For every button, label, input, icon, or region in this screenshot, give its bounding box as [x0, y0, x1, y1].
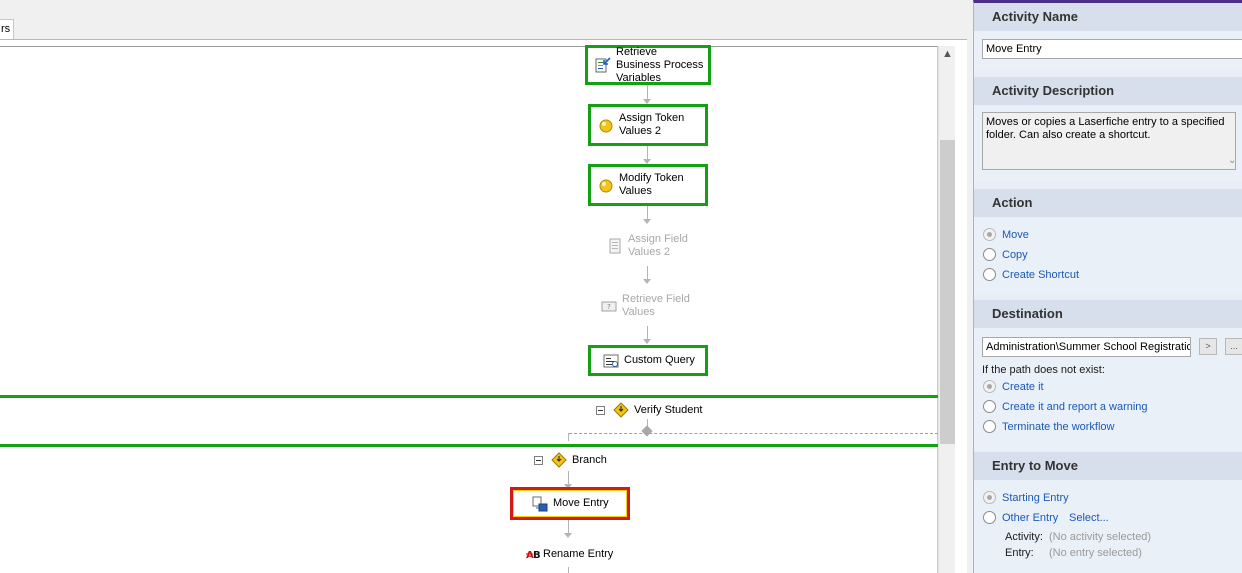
radio-dot	[983, 491, 996, 504]
svg-text:A: A	[526, 550, 534, 561]
section-entry-to-move: Starting Entry Other Entry Select... Act…	[974, 480, 1242, 573]
active-branch-bottom-line	[0, 444, 938, 447]
svg-text:B: B	[533, 550, 541, 561]
move-entry-icon	[532, 496, 548, 511]
collapse-icon[interactable]	[534, 455, 543, 465]
node-label: Assign Token Values 2	[619, 112, 685, 137]
designer-tab-strip: rs	[0, 0, 973, 40]
field-values-icon	[609, 238, 621, 254]
radio-other-entry[interactable]: Other Entry	[983, 511, 1058, 524]
node-custom-query[interactable]: Custom Query	[588, 345, 708, 376]
radio-label: Terminate the workflow	[1002, 420, 1115, 433]
active-branch-top-line	[0, 395, 938, 398]
node-label: Verify Student	[634, 403, 703, 416]
collapse-icon[interactable]	[596, 405, 605, 415]
radio-dot	[983, 248, 996, 261]
node-retrieve-field-values[interactable]: ? Retrieve Field Values	[601, 292, 701, 320]
radio-label: Create Shortcut	[1002, 268, 1080, 281]
radio-label: Starting Entry	[1002, 491, 1069, 504]
radio-create-shortcut[interactable]: Create Shortcut	[983, 268, 1079, 281]
radio-create-it[interactable]: Create it	[983, 380, 1044, 393]
vertical-scrollbar[interactable]: ▲	[938, 46, 955, 573]
section-header-entry-to-move[interactable]: Entry to Move	[974, 452, 1242, 480]
workflow-canvas[interactable]: Retrieve Business Process Variables Assi…	[0, 39, 967, 573]
radio-dot	[983, 420, 996, 433]
radio-label: Create it	[1002, 380, 1044, 393]
section-header-activity-description[interactable]: Activity Description	[974, 77, 1242, 105]
destination-path-field[interactable]: Administration\Summer School Registratio…	[982, 337, 1191, 357]
browse-arrow-button[interactable]: >	[1199, 338, 1217, 355]
radio-label: Move	[1002, 228, 1029, 241]
retrieve-fields-icon: ?	[601, 301, 617, 312]
radio-create-and-warn[interactable]: Create it and report a warning	[983, 400, 1148, 413]
scrollbar-thumb[interactable]	[940, 140, 955, 444]
section-activity-description: Moves or copies a Laserfiche entry to a …	[974, 105, 1242, 182]
retrieve-variables-icon	[595, 57, 611, 73]
activity-value: (No activity selected)	[1049, 531, 1152, 543]
node-assign-token-values[interactable]: Assign Token Values 2	[588, 104, 708, 146]
node-move-entry[interactable]: Move Entry	[510, 487, 630, 520]
node-retrieve-business-process-variables[interactable]: Retrieve Business Process Variables	[585, 45, 711, 85]
node-label: Retrieve Field Values	[622, 293, 690, 318]
radio-label: Create it and report a warning	[1002, 400, 1148, 413]
svg-text:?: ?	[607, 303, 611, 311]
path-missing-label: If the path does not exist:	[982, 364, 1105, 376]
node-label: Rename Entry	[543, 547, 614, 560]
section-header-destination[interactable]: Destination	[974, 300, 1242, 328]
custom-query-icon	[603, 354, 619, 367]
radio-starting-entry[interactable]: Starting Entry	[983, 491, 1069, 504]
node-modify-token-values[interactable]: Modify Token Values	[588, 164, 708, 206]
branch-icon	[551, 452, 567, 468]
panel-splitter[interactable]	[967, 0, 973, 573]
node-label: Modify Token Values	[619, 172, 684, 197]
scroll-up-icon[interactable]: ▲	[942, 48, 953, 60]
node-assign-field-values[interactable]: Assign Field Values 2	[607, 232, 697, 260]
radio-dot	[983, 380, 996, 393]
entry-value: (No entry selected)	[1049, 547, 1142, 559]
radio-label: Other Entry	[1002, 511, 1059, 524]
activity-label: Activity:	[1005, 531, 1043, 543]
workflow-diagram: Retrieve Business Process Variables Assi…	[0, 45, 938, 573]
section-activity-name: Move Entry	[974, 31, 1242, 71]
radio-copy[interactable]: Copy	[983, 248, 1028, 261]
section-destination: Administration\Summer School Registratio…	[974, 328, 1242, 450]
node-label: Assign Field Values 2	[628, 233, 688, 258]
branch-connector	[569, 433, 938, 434]
node-label: Custom Query	[624, 354, 695, 366]
branch-join-diamond	[641, 425, 653, 437]
radio-label: Copy	[1002, 248, 1028, 261]
node-label: Branch	[572, 453, 607, 466]
radio-dot	[983, 268, 996, 281]
designer-tab[interactable]: rs	[0, 19, 14, 39]
section-header-activity-name[interactable]: Activity Name	[974, 3, 1242, 31]
node-branch[interactable]: Branch	[534, 452, 614, 468]
token-icon	[599, 179, 613, 193]
decision-icon	[613, 402, 629, 418]
radio-dot	[983, 511, 996, 524]
entry-label: Entry:	[1005, 547, 1034, 559]
properties-panel: Activity Name Move Entry Activity Descri…	[973, 0, 1242, 573]
section-action: Move Copy Create Shortcut	[974, 217, 1242, 295]
browse-button[interactable]: ...	[1225, 338, 1242, 355]
section-header-action[interactable]: Action	[974, 189, 1242, 217]
select-entry-link[interactable]: Select...	[1069, 512, 1109, 524]
token-icon	[599, 119, 613, 133]
radio-terminate-workflow[interactable]: Terminate the workflow	[983, 420, 1115, 433]
scroll-down-icon[interactable]: ⌄	[1228, 155, 1237, 166]
activity-description-field[interactable]: Moves or copies a Laserfiche entry to a …	[982, 112, 1236, 170]
radio-dot	[983, 400, 996, 413]
rename-entry-icon: A B	[526, 550, 541, 561]
activity-name-field[interactable]: Move Entry	[982, 39, 1242, 59]
node-label: Move Entry	[553, 497, 609, 509]
node-rename-entry[interactable]: A B Rename Entry	[525, 546, 625, 562]
node-verify-student[interactable]: Verify Student	[596, 402, 716, 418]
selection-highlight: Move Entry	[513, 490, 627, 517]
radio-dot	[983, 228, 996, 241]
node-label: Retrieve Business Process Variables	[616, 45, 704, 84]
radio-move[interactable]: Move	[983, 228, 1029, 241]
